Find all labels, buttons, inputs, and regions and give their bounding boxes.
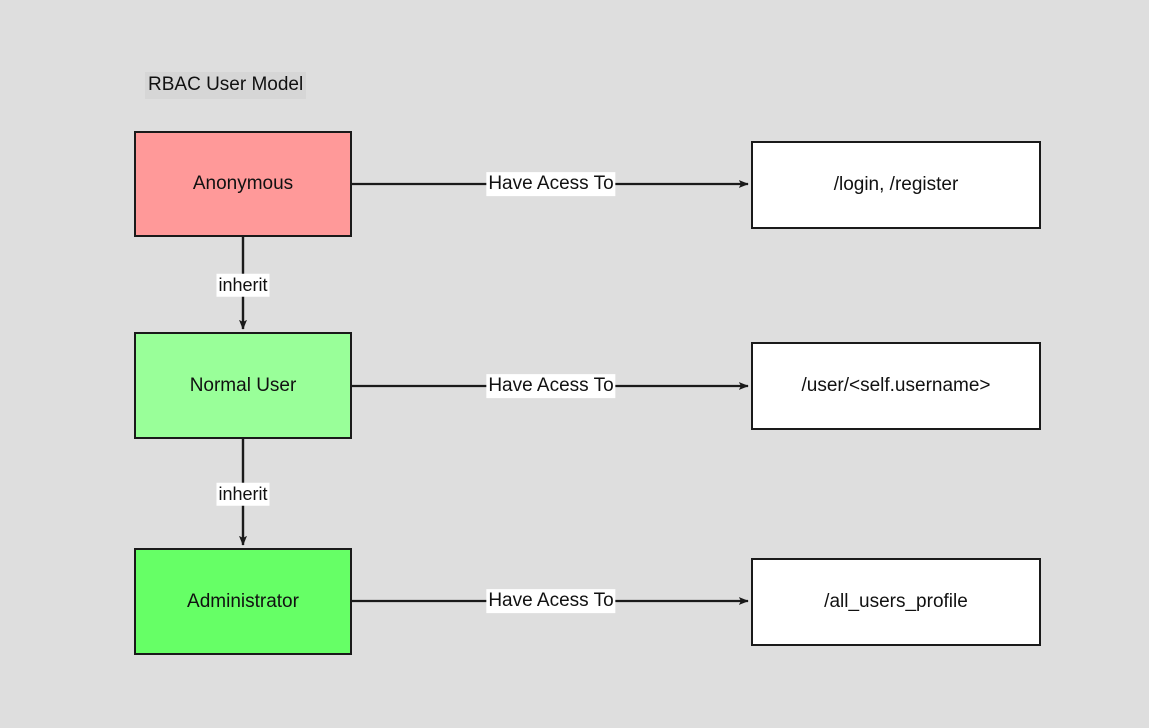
node-resource-login-register-label: /login, /register [833,174,959,195]
node-anonymous-label: Anonymous [192,173,294,194]
node-resource-user-profile[interactable]: /user/<self.username> [751,342,1041,430]
node-resource-user-profile-label: /user/<self.username> [801,375,991,396]
edge-label-normal-user-access: Have Acess To [486,374,616,398]
edge-label-anonymous-access: Have Acess To [486,172,616,196]
edge-label-inherit-anonymous-normal-user: inherit [216,273,270,297]
edge-label-administrator-access: Have Acess To [486,589,616,613]
node-normal-user[interactable]: Normal User [134,332,352,439]
node-resource-login-register[interactable]: /login, /register [751,141,1041,229]
node-normal-user-label: Normal User [189,374,297,396]
node-resource-all-users-profile-label: /all_users_profile [824,591,968,612]
node-anonymous[interactable]: Anonymous [134,131,352,237]
node-administrator-label: Administrator [187,590,299,612]
node-administrator[interactable]: Administrator [134,548,352,655]
node-resource-all-users-profile[interactable]: /all_users_profile [751,558,1041,646]
edge-label-inherit-normal-user-administrator: inherit [216,482,270,506]
diagram-title: RBAC User Model [145,72,307,99]
